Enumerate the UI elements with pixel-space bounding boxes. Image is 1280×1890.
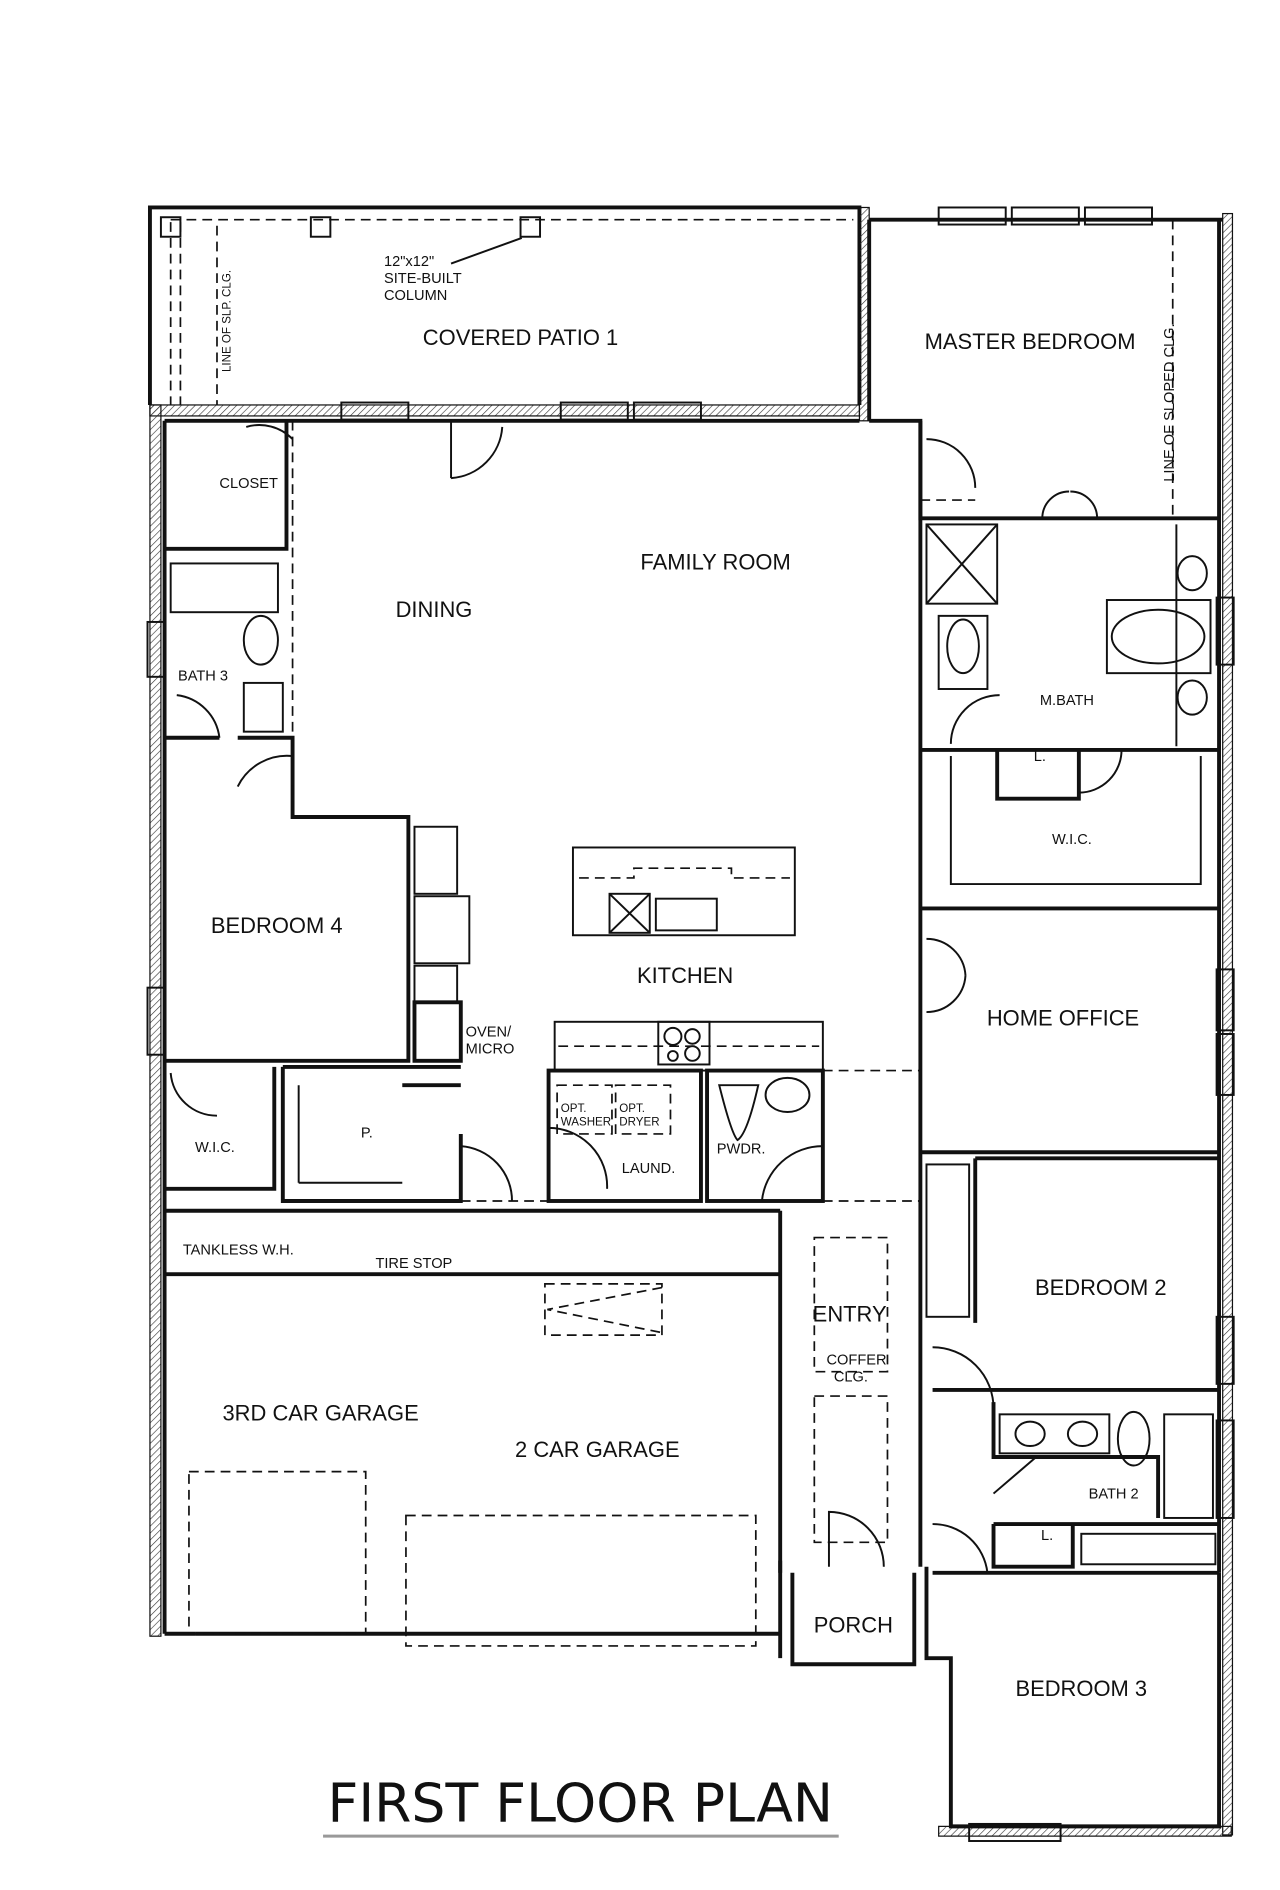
label-master-bath: M.BATH bbox=[1040, 693, 1094, 709]
label-bath2: BATH 2 bbox=[1089, 1486, 1139, 1502]
note-patio-slope: LINE OF SLP. CLG. bbox=[221, 270, 233, 372]
room-labels: COVERED PATIO 1 12"x12" SITE-BUILT COLUM… bbox=[178, 254, 1178, 1701]
column-icon bbox=[519, 216, 542, 238]
label-bedroom4: BEDROOM 4 bbox=[211, 913, 343, 938]
note-column: COLUMN bbox=[384, 288, 447, 304]
label-covered-patio: COVERED PATIO 1 bbox=[423, 325, 618, 350]
label-master-wic: W.I.C. bbox=[1052, 832, 1092, 848]
label-kitchen: KITCHEN bbox=[637, 963, 733, 988]
note-dryer: DRYER bbox=[619, 1116, 659, 1128]
note-washer: OPT. bbox=[561, 1103, 587, 1115]
label-bath3: BATH 3 bbox=[178, 668, 228, 684]
label-bedroom2: BEDROOM 2 bbox=[1035, 1275, 1167, 1300]
label-porch: PORCH bbox=[814, 1613, 893, 1638]
garage-door-1 bbox=[188, 1470, 367, 1635]
column-icon bbox=[309, 216, 332, 238]
exterior-walls bbox=[146, 206, 1235, 1842]
label-powder: PWDR. bbox=[717, 1141, 766, 1157]
label-entry: ENTRY bbox=[813, 1302, 887, 1327]
note-tire-stop: TIRE STOP bbox=[375, 1256, 452, 1272]
note-coffer: CLG. bbox=[834, 1369, 868, 1385]
note-column: SITE-BUILT bbox=[384, 271, 462, 287]
covered-patio bbox=[147, 205, 862, 405]
column-icon bbox=[159, 216, 182, 238]
label-garage3: 3RD CAR GARAGE bbox=[222, 1400, 418, 1425]
note-oven: MICRO bbox=[466, 1041, 515, 1057]
note-oven: OVEN/ bbox=[466, 1024, 512, 1040]
label-home-office: HOME OFFICE bbox=[987, 1005, 1139, 1030]
label-pantry: P. bbox=[361, 1126, 373, 1142]
label-master-bedroom: MASTER BEDROOM bbox=[925, 329, 1136, 354]
note-coffer: COFFER bbox=[827, 1352, 887, 1368]
label-master-linen: L. bbox=[1034, 749, 1046, 765]
note-washer: WASHER bbox=[561, 1116, 611, 1128]
garage-door-2 bbox=[405, 1514, 757, 1647]
label-bedroom3: BEDROOM 3 bbox=[1015, 1676, 1147, 1701]
label-garage2: 2 CAR GARAGE bbox=[515, 1437, 680, 1462]
plan-title: FIRST FLOOR PLAN bbox=[327, 1771, 833, 1834]
label-laundry: LAUND. bbox=[622, 1161, 676, 1177]
note-column: 12"x12" bbox=[384, 254, 434, 270]
label-closet: CLOSET bbox=[219, 476, 278, 492]
kitchen-island bbox=[571, 846, 796, 937]
note-master-slope: LINE OF SLOPED CLG. bbox=[1162, 323, 1178, 481]
interior-walls bbox=[164, 219, 1220, 1647]
label-family-room: FAMILY ROOM bbox=[640, 550, 790, 575]
label-dining: DINING bbox=[396, 597, 473, 622]
note-dryer: OPT. bbox=[619, 1103, 645, 1115]
label-wic: W.I.C. bbox=[195, 1140, 235, 1156]
label-bath2-linen: L. bbox=[1041, 1528, 1053, 1544]
note-tankless: TANKLESS W.H. bbox=[183, 1243, 294, 1259]
